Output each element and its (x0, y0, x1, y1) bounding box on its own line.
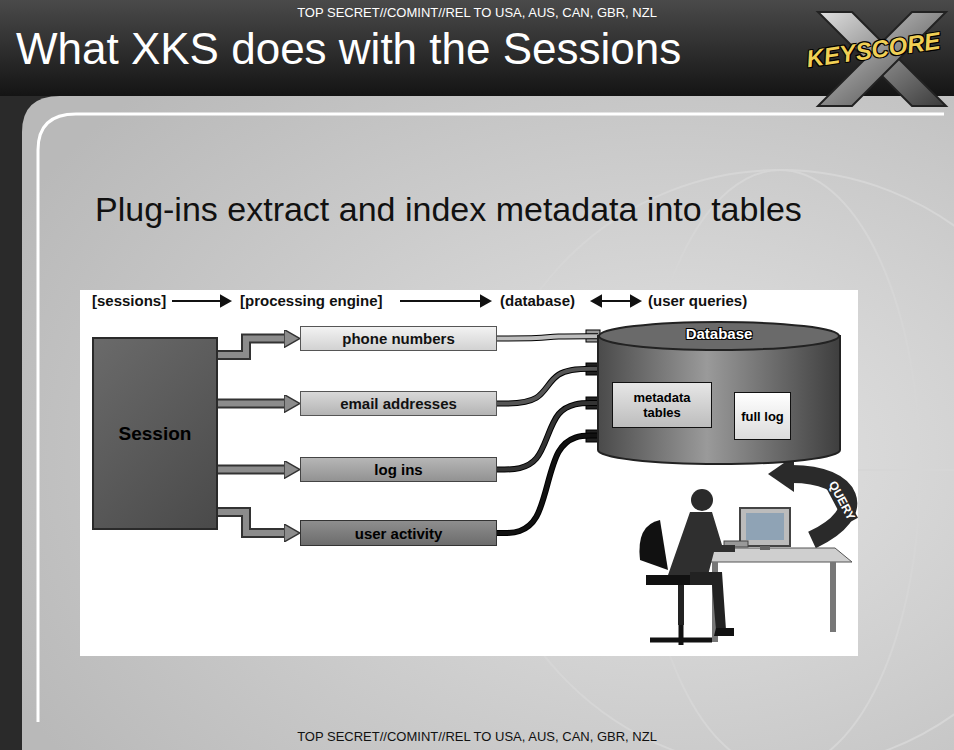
classification-banner: TOP SECRET//COMINT//REL TO USA, AUS, CAN… (0, 6, 954, 21)
arrow-outline (218, 512, 288, 533)
arrow-body (218, 512, 288, 533)
user-illustration (639, 489, 852, 645)
plugin-box: user activity (300, 520, 497, 546)
cable-outline (497, 336, 598, 338)
plugin-box: phone numbers (300, 326, 497, 351)
node-text: log ins (374, 461, 422, 478)
subtitle: Plug-ins extract and index metadata into… (95, 190, 885, 229)
column-header: [processing engine] (240, 292, 383, 309)
cable-core (497, 369, 598, 404)
flow-arrow (218, 339, 288, 356)
slide-title: What XKS does with the Sessions (16, 24, 681, 75)
arrow-label: QUERY (824, 477, 858, 524)
cable (497, 369, 598, 404)
node-text: user activity (355, 525, 443, 542)
arrow-body (218, 339, 288, 356)
diagram-panel (80, 290, 858, 656)
node-text: metadata tables (613, 390, 711, 420)
header-band (0, 0, 954, 96)
database-cylinder: Database metadata tables full log (598, 322, 840, 464)
classification-banner: TOP SECRET//COMINT//REL TO USA, AUS, CAN… (0, 730, 954, 745)
node-text: Session (119, 423, 192, 445)
cable-core (497, 436, 598, 533)
flow-arrow (218, 403, 288, 404)
cable (497, 436, 598, 533)
plugin-box: log ins (300, 457, 497, 482)
flow-arrow (218, 469, 288, 470)
node-text: Database (686, 325, 753, 342)
column-header: (database) (500, 292, 575, 309)
log-box: full log (734, 392, 791, 440)
cylinder-top (599, 322, 839, 350)
cable (497, 336, 598, 338)
cylinder-body (598, 336, 840, 464)
cable-outline (497, 436, 598, 533)
table-box: metadata tables (612, 382, 712, 428)
cable-outline (497, 369, 598, 404)
arrow-outline (218, 465, 288, 475)
arrow-body (218, 467, 288, 473)
node-text: phone numbers (342, 330, 455, 347)
arrow-outline (218, 339, 288, 356)
plugin-box: email addresses (300, 391, 497, 416)
column-header: [sessions] (92, 292, 166, 309)
arrow-body (218, 401, 288, 407)
flow-arrow (218, 512, 288, 533)
logo-text: KEYSCORE (805, 27, 942, 73)
panel-border (38, 114, 944, 722)
arrow-outline (218, 399, 288, 409)
session-box: Session (92, 337, 218, 530)
content-panel (22, 96, 954, 750)
column-header: (user queries) (648, 292, 747, 309)
node-text: full log (741, 409, 784, 424)
node-text: email addresses (340, 395, 457, 412)
cable-core (497, 336, 598, 338)
